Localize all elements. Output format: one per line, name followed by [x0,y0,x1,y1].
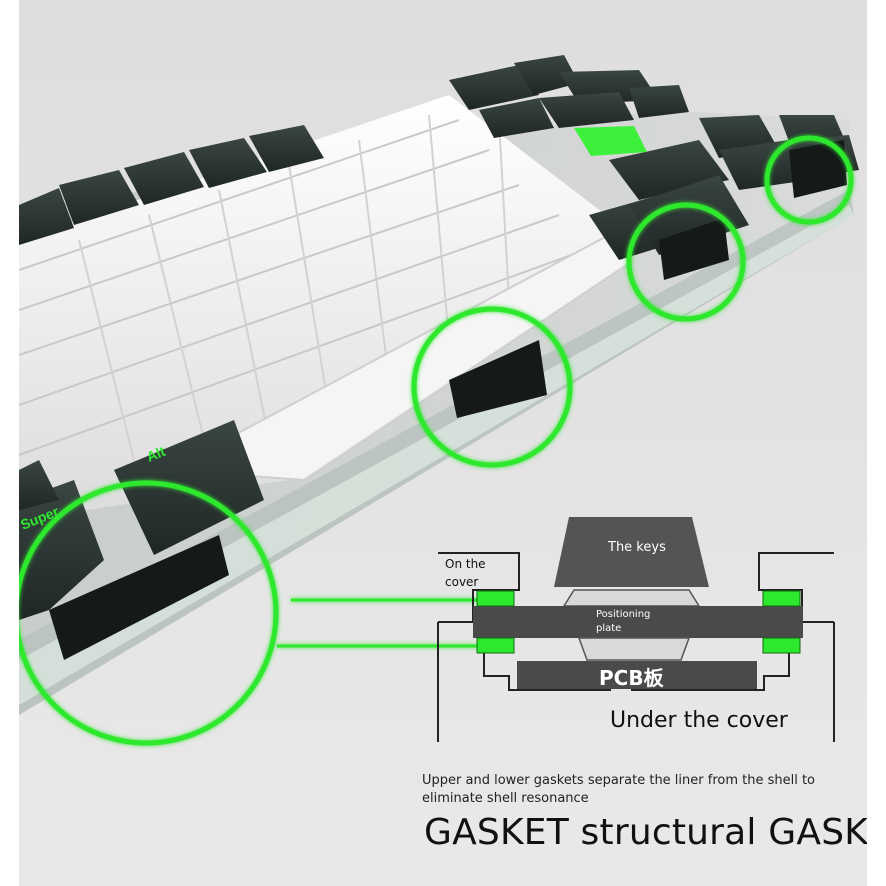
cover-label: On the cover [445,557,486,589]
pcb-board [517,661,757,689]
page-title: GASKET structural GASKET [424,812,867,853]
gasket-circle-3 [626,202,746,322]
connector-lines [277,598,477,648]
alt-legend: Alt [144,443,168,465]
diagram-gaskets [476,590,801,654]
plate-label: Positioning plate [596,609,651,634]
pcb-label: PCB板 [599,666,664,690]
lower-gasket-right [762,637,801,654]
dark-keys-top-left [19,125,324,245]
gasket-circle-1 [19,480,279,746]
keycap-shape [554,517,709,587]
lower-gasket-left [476,637,515,654]
white-key-rows [19,119,600,456]
switch-housing [562,589,701,607]
gasket-strips [49,140,847,660]
dark-keys-bottom-left [19,420,264,620]
product-image: Alt Super [19,0,867,886]
under-cover-label: Under the cover [610,708,788,733]
green-accent-key [574,126,647,156]
white-key-columns [78,114,510,481]
upper-gasket-right [762,590,801,607]
description-caption: Upper and lower gaskets separate the lin… [422,773,816,806]
gasket-highlight-circles [19,135,854,746]
keys-label: The keys [608,540,666,555]
keyboard-photo: Alt Super [19,55,859,746]
positioning-plate [473,606,803,638]
gasket-diagram [437,517,835,742]
gasket-circle-4 [764,135,854,225]
case-highlight [19,205,854,705]
gasket-circle-2 [411,306,573,468]
upper-gasket-left [476,590,515,607]
switch-bottom [577,637,691,661]
